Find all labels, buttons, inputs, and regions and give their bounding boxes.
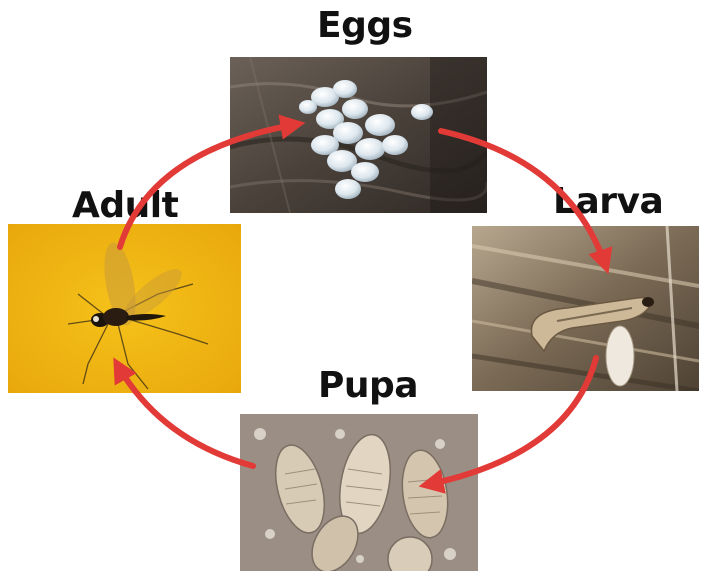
- larva-photo: [472, 226, 699, 391]
- pupa-photo: [240, 414, 478, 571]
- adult-photo: [8, 224, 241, 393]
- eggs-photo: [230, 57, 487, 213]
- stage-label-larva: Larva: [553, 182, 663, 222]
- stage-label-eggs: Eggs: [317, 6, 413, 46]
- stage-label-pupa: Pupa: [318, 366, 418, 406]
- stage-label-adult: Adult: [72, 186, 178, 226]
